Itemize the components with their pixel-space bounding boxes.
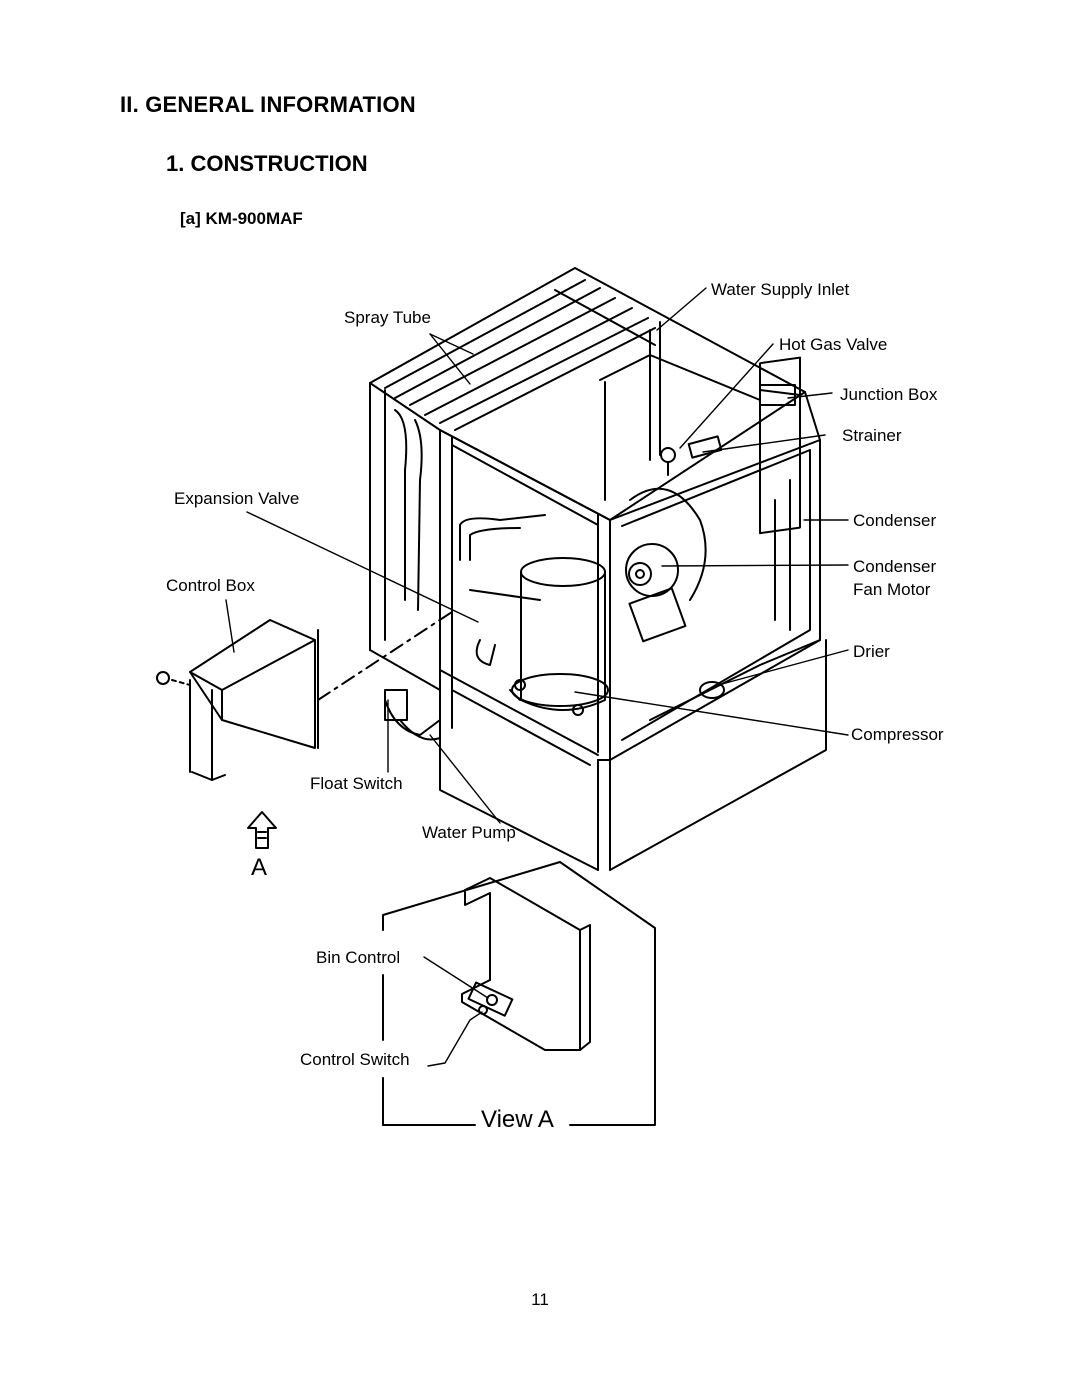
- label-drier: Drier: [853, 642, 890, 661]
- view-a-frame: [382, 861, 656, 1126]
- label-compressor: Compressor: [851, 725, 944, 744]
- label-condenser-fan-motor-line2: Fan Motor: [853, 580, 931, 599]
- cabinet-outline: [369, 267, 827, 871]
- section-heading: II. GENERAL INFORMATION: [120, 92, 416, 117]
- label-control-switch: Control Switch: [300, 1050, 410, 1069]
- label-condenser-fan-motor-line1: Condenser: [853, 557, 937, 576]
- label-hot-gas-valve: Hot Gas Valve: [779, 335, 888, 354]
- label-expansion-valve: Expansion Valve: [174, 489, 300, 508]
- label-condenser: Condenser: [853, 511, 937, 530]
- label-junction-box: Junction Box: [840, 385, 938, 404]
- label-water-pump: Water Pump: [422, 823, 516, 842]
- control-box-drawing: [156, 619, 319, 781]
- leader-lines: [225, 287, 849, 1067]
- label-water-supply-inlet: Water Supply Inlet: [711, 280, 850, 299]
- subsection-heading: 1. CONSTRUCTION: [166, 151, 368, 176]
- page-number: 11: [531, 1290, 549, 1309]
- label-float-switch: Float Switch: [310, 774, 403, 793]
- label-view-marker: A: [251, 854, 268, 881]
- label-view-a: View A: [481, 1106, 554, 1133]
- label-spray-tube: Spray Tube: [344, 308, 431, 327]
- label-strainer: Strainer: [842, 426, 902, 445]
- label-bin-control: Bin Control: [316, 948, 401, 967]
- view-a-arrow: [247, 811, 277, 849]
- model-heading: [a] KM-900MAF: [180, 209, 303, 228]
- label-control-box: Control Box: [166, 576, 255, 595]
